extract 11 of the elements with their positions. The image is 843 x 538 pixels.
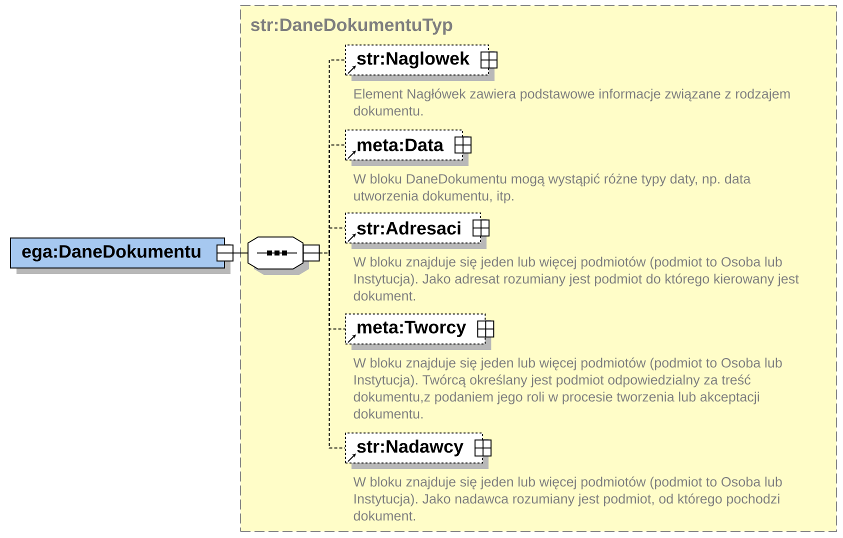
element-box: meta:Tworcy (345, 314, 492, 350)
annotation-text: W bloku znajduje się jeden lub więcej podmiotów (podmiot to Osoba lub Instytucja). Jako nadawca rozumiany jest podmiot, od którego pochodzi dokument. (353, 476, 782, 521)
element-box: str:Naglowek (345, 44, 495, 81)
annotation-text: W bloku znajduje się jeden lub więcej podmiotów (podmiot to Osoba lub Instytucja). Twórcą określany jest podmiot odpowiedzialny za treść dokumentu,z podaniem jego roli w procesie tworzenia lub akceptacji dokumentu. (353, 358, 782, 419)
annotation-text: W bloku DaneDokumentu mogą wystąpić różne typy daty, np. data utworzenia dokumentu, itp. (353, 174, 751, 204)
connector-line (232, 252, 248, 254)
element-box: str:Nadawcy (345, 432, 489, 469)
annotation-text: W bloku znajduje się jeden lub więcej podmiotów (podmiot to Osoba lub Instytucja). Jako adresat rozumiany jest podmiot do którego kierowany jest dokument. (353, 256, 799, 301)
element-box: ega:DaneDokumentu (10, 238, 230, 274)
annotation-text: Element Nagłówek zawiera podstawowe informacje związane z rodzajem dokumentu. (354, 88, 790, 116)
element-box: str:Adresaci (345, 212, 487, 249)
